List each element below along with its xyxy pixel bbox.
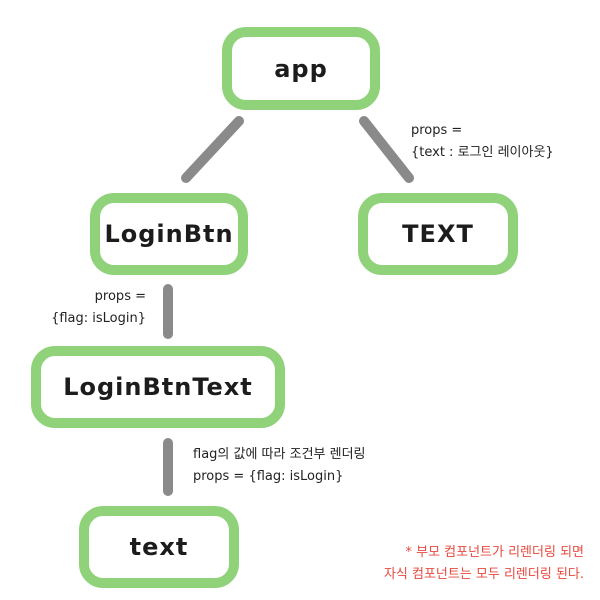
- loginbtntext-props-line2: props = {flag: isLogin}: [193, 469, 344, 484]
- node-text-leaf-label: text: [129, 533, 189, 561]
- edge-app-loginbtn: [181, 116, 244, 183]
- node-loginbtntext: LoginBtnText: [31, 346, 285, 428]
- loginbtntext-props-annotation: flag의 값에 따라 조건부 렌더링 props = {flag: isLog…: [193, 444, 366, 488]
- node-loginbtn-label: LoginBtn: [104, 220, 234, 248]
- text-props-annotation: props = {text : 로그인 레이아웃}: [411, 120, 554, 164]
- rerender-footnote: * 부모 컴포넌트가 리렌더링 되면 자식 컴포넌트는 모두 리렌더링 된다.: [384, 542, 584, 586]
- node-text-component-label: TEXT: [402, 220, 474, 248]
- text-props-line2: {text : 로그인 레이아웃}: [411, 145, 554, 160]
- node-text-component: TEXT: [358, 193, 518, 275]
- footnote-line2: 자식 컴포넌트는 모두 리렌더링 된다.: [383, 567, 584, 582]
- footnote-line1: * 부모 컴포넌트가 리렌더링 되면: [405, 545, 584, 560]
- node-loginbtntext-label: LoginBtnText: [63, 373, 253, 401]
- node-text-leaf: text: [79, 506, 239, 588]
- text-props-line1: props =: [411, 123, 463, 138]
- loginbtn-props-line1: props =: [94, 289, 146, 304]
- loginbtn-props-annotation: props = {flag: isLogin}: [34, 286, 146, 330]
- node-loginbtn: LoginBtn: [90, 193, 248, 275]
- edge-app-text: [359, 116, 414, 183]
- loginbtn-props-line2: {flag: isLogin}: [51, 311, 146, 326]
- node-app: app: [222, 27, 380, 110]
- loginbtntext-props-line1: flag의 값에 따라 조건부 렌더링: [193, 447, 366, 462]
- node-app-label: app: [274, 54, 328, 83]
